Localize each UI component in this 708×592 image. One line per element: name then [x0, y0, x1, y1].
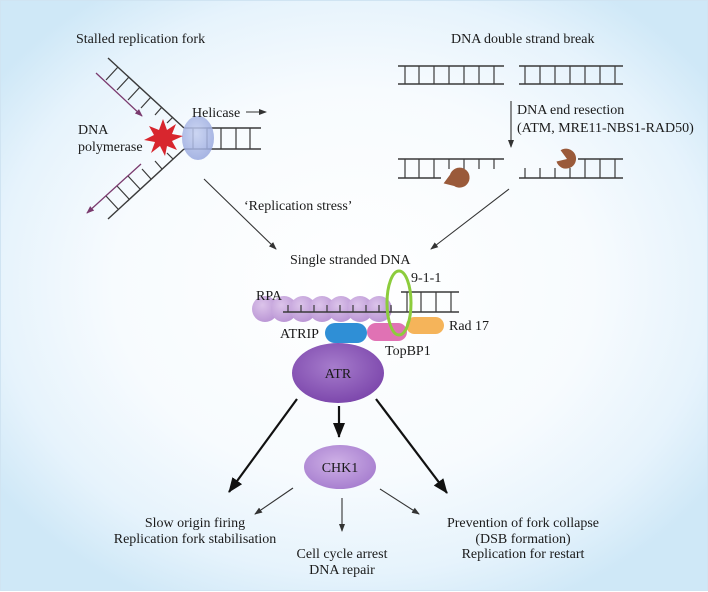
outcome-middle-line2: DNA repair: [309, 563, 375, 578]
nine-one-one-ring: [385, 269, 413, 337]
outcome-left-line1: Slow origin firing: [145, 516, 245, 531]
nine-one-one-label: 9-1-1: [411, 271, 441, 286]
topbp1-label: TopBP1: [385, 344, 431, 359]
rpa-beads: [252, 296, 392, 322]
topbp1-shape: [367, 323, 407, 341]
chk1-shape: [304, 445, 376, 489]
outcome-right-line2: (DSB formation): [475, 532, 571, 547]
upper-nascent-strand: [95, 72, 143, 117]
resection-label-line1: DNA end resection: [517, 103, 624, 118]
upper-arm-rungs: [105, 66, 174, 124]
polymerase-label-line2: polymerase: [78, 140, 143, 155]
atr-complex: RPA 9-1-1 ATRIP TopBP1 Rad 17 ATR: [252, 269, 489, 403]
double-strand-break: DNA end resection (ATM, MRE11-NBS1-RAD50…: [398, 65, 694, 188]
helicase-label: Helicase: [192, 106, 240, 121]
nuclease-left-icon: [443, 167, 470, 188]
ssdna-label: Single stranded DNA: [290, 253, 411, 268]
resection-label-line2: (ATM, MRE11-NBS1-RAD50): [517, 121, 694, 136]
replication-fork: Helicase DNA polymerase: [78, 57, 267, 220]
outcome-left-line2: Replication fork stabilisation: [114, 532, 277, 547]
arrow-chk1-to-left: [254, 487, 294, 515]
arrow-fork-to-ssdna: [203, 178, 277, 250]
lower-arm-rungs: [105, 152, 174, 210]
lower-nascent-strand: [86, 163, 142, 214]
rpa-label: RPA: [256, 289, 283, 304]
title-stalled-fork: Stalled replication fork: [76, 32, 205, 47]
outcome-right-line3: Replication for restart: [462, 547, 585, 562]
atr-shape: [292, 343, 384, 403]
polymerase-star-icon: [144, 119, 183, 156]
atr-label: ATR: [325, 367, 352, 382]
arrow-atr-to-right: [375, 398, 448, 494]
polymerase-label-line1: DNA: [78, 123, 109, 138]
helicase-shape: [182, 116, 214, 160]
outcome-middle-line1: Cell cycle arrest: [297, 547, 388, 562]
title-double-strand-break: DNA double strand break: [451, 32, 594, 47]
atrip-shape: [325, 323, 367, 343]
arrow-chk1-to-right: [379, 488, 420, 515]
atrip-label: ATRIP: [280, 327, 319, 342]
chk1-label: CHK1: [322, 461, 359, 476]
outcome-right-line1: Prevention of fork collapse: [447, 516, 599, 531]
arrow-atr-to-left: [228, 398, 298, 493]
replication-stress-label: ‘Replication stress’: [244, 199, 352, 214]
arrow-dsb-to-ssdna: [430, 188, 510, 250]
nuclease-right-icon: [556, 148, 577, 169]
rad17-shape: [406, 317, 444, 334]
rad17-label: Rad 17: [449, 319, 489, 334]
